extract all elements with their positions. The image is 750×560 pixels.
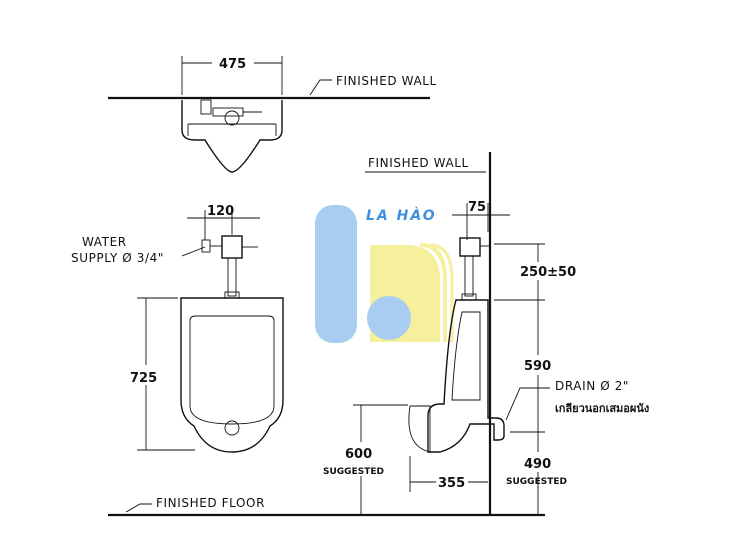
watermark-logo: LA HÀO — [315, 205, 454, 343]
dim-drain-height-490: 490 — [524, 457, 551, 472]
dim-height-725: 725 — [130, 371, 157, 386]
dim-supply-height: 250±50 — [520, 265, 576, 280]
dim-side-height-590: 590 — [524, 359, 551, 374]
label-suggested-right: SUGGESTED — [506, 477, 567, 487]
label-drain-thai: เกลียวนอกเสมอผนัง — [555, 402, 649, 415]
dim-supply-offset-120: 120 — [207, 204, 234, 219]
label-finished-wall-top: FINISHED WALL — [336, 74, 437, 88]
side-view: FINISHED WALL 75 250±50 590 490 SUGGESTE… — [323, 152, 649, 515]
label-finished-wall-side: FINISHED WALL — [368, 156, 469, 170]
dim-side-offset-75: 75 — [468, 200, 486, 215]
label-supply-diameter: SUPPLY Ø 3/4" — [71, 251, 164, 265]
front-view: 120 WATER SUPPLY Ø 3/4" 725 — [71, 204, 284, 453]
label-drain: DRAIN Ø 2" — [555, 379, 629, 393]
top-view: 475 FINISHED WALL — [108, 56, 437, 173]
dim-projection-355: 355 — [438, 476, 465, 491]
watermark-text: LA HÀO — [366, 207, 437, 224]
finished-floor: FINISHED FLOOR — [108, 496, 545, 517]
label-finished-floor: FINISHED FLOOR — [156, 496, 265, 510]
dim-width-475: 475 — [219, 57, 246, 72]
label-water: WATER — [82, 235, 127, 249]
dim-rim-height-600: 600 — [345, 447, 372, 462]
label-suggested-left: SUGGESTED — [323, 467, 384, 477]
